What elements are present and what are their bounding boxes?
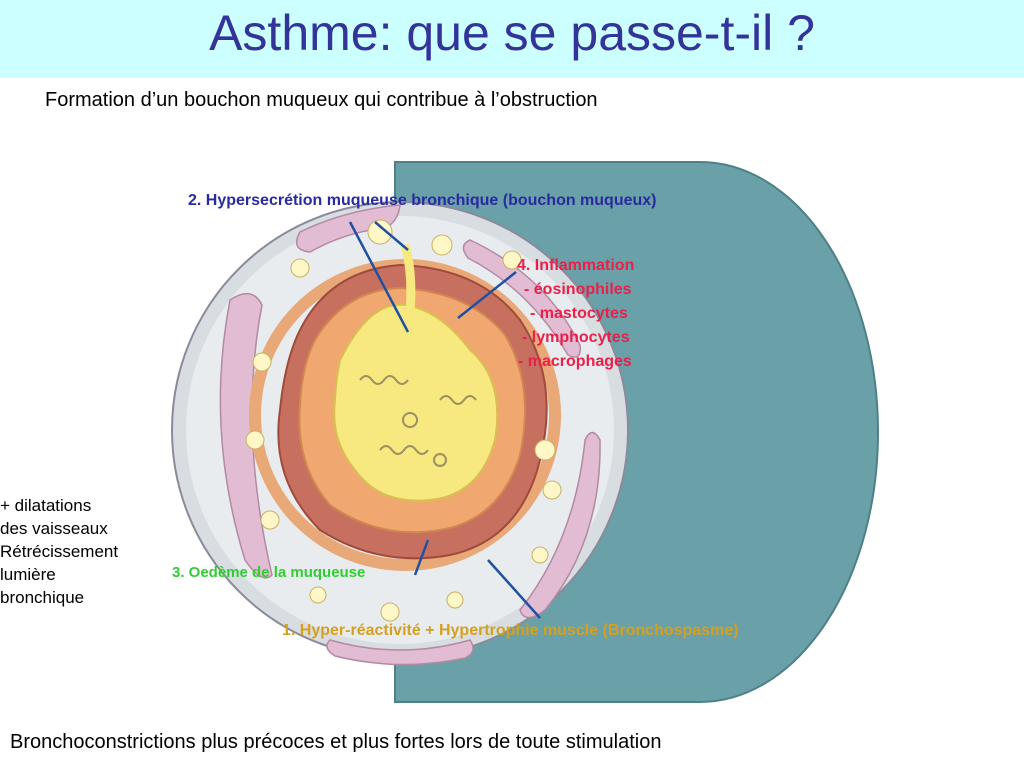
- label-hypersecretion: 2. Hypersecrétion muqueuse bronchique (b…: [188, 192, 657, 209]
- pointer-line-1: [487, 559, 541, 619]
- cartilage-plate: [326, 639, 474, 666]
- mucus-strand: [400, 243, 416, 331]
- label-inflammation: 4. Inflammation - éosinophiles - mastocy…: [517, 257, 634, 370]
- lumen-debris: [402, 412, 418, 428]
- label-hyperreactivity: 1. Hyper-réactivité + Hypertrophie muscl…: [282, 622, 739, 639]
- side-note: + dilatations des vaisseaux Rétrécisseme…: [0, 494, 118, 609]
- gland: [309, 586, 327, 604]
- lumen-debris: [433, 453, 447, 467]
- label-inflammation-line: - éosinophiles: [524, 281, 632, 298]
- pointer-line-4: [457, 271, 517, 319]
- label-oedema: 3. Oedème de la muqueuse: [172, 564, 365, 581]
- pointer-line-3: [413, 539, 430, 576]
- lumen-debris: [439, 395, 477, 405]
- cartilage-plate: [519, 431, 601, 619]
- label-inflammation-line: 4. Inflammation: [517, 257, 634, 274]
- gland: [380, 602, 400, 622]
- gland: [534, 439, 556, 461]
- gland: [290, 258, 310, 278]
- subtitle: Formation d’un bouchon muqueux qui contr…: [45, 89, 598, 111]
- gland: [531, 546, 549, 564]
- pointer-line-2b: [374, 221, 409, 251]
- cartilage-plate: [462, 239, 581, 358]
- gland: [542, 480, 562, 500]
- side-note-line: + dilatations: [0, 496, 92, 515]
- gland: [260, 510, 280, 530]
- gland: [367, 219, 393, 245]
- gland: [502, 250, 522, 270]
- pointer-line-2a: [348, 221, 410, 333]
- side-note-line: lumière: [0, 565, 56, 584]
- side-note-line: Rétrécissement: [0, 542, 119, 561]
- lumen-debris: [379, 445, 429, 455]
- page-title: Asthme: que se passe-t-il ?: [209, 5, 815, 61]
- lumen-debris: [359, 375, 409, 385]
- footer-text: Bronchoconstrictions plus précoces et pl…: [10, 731, 662, 753]
- label-inflammation-line: - lymphocytes: [522, 329, 630, 346]
- title-bar: [0, 0, 1024, 78]
- cartilage-plate: [219, 292, 273, 579]
- gland: [245, 430, 265, 450]
- side-note-line: des vaisseaux: [0, 519, 108, 538]
- gland: [446, 591, 464, 609]
- gland: [431, 234, 453, 256]
- side-note-line: bronchique: [0, 588, 85, 607]
- label-inflammation-line: - macrophages: [518, 353, 632, 370]
- gland: [252, 352, 272, 372]
- label-inflammation-line: - mastocytes: [530, 305, 628, 322]
